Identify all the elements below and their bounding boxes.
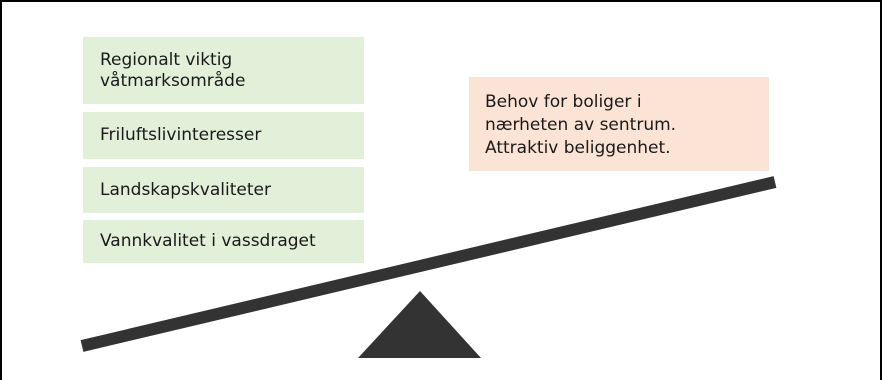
weight-label-line: Behov for boliger i — [485, 92, 642, 112]
weight-box-wetland: Regionalt viktig våtmarksområde — [83, 37, 364, 104]
weight-label-line: Attraktiv beliggenhet. — [485, 138, 671, 158]
weight-label-line: våtmarksområde — [100, 70, 246, 91]
weight-box-landscape: Landskapskvaliteter — [83, 167, 364, 213]
fulcrum-triangle-icon — [358, 291, 481, 358]
balance-beam-icon — [80, 176, 777, 352]
weight-label-line: Vannkvalitet i vassdraget — [100, 231, 316, 251]
weight-box-housing-needs: Behov for boliger i nærheten av sentrum.… — [469, 77, 769, 171]
weight-box-outdoor-recreation: Friluftslivinteresser — [83, 112, 364, 159]
weight-box-water-quality: Vannkvalitet i vassdraget — [83, 220, 364, 263]
weight-label-line: Friluftslivinteresser — [100, 125, 262, 145]
weight-label-line: Regionalt viktig — [100, 49, 233, 70]
weight-label-line: Landskapskvaliteter — [100, 179, 271, 200]
weight-label-line: nærheten av sentrum. — [485, 115, 677, 135]
